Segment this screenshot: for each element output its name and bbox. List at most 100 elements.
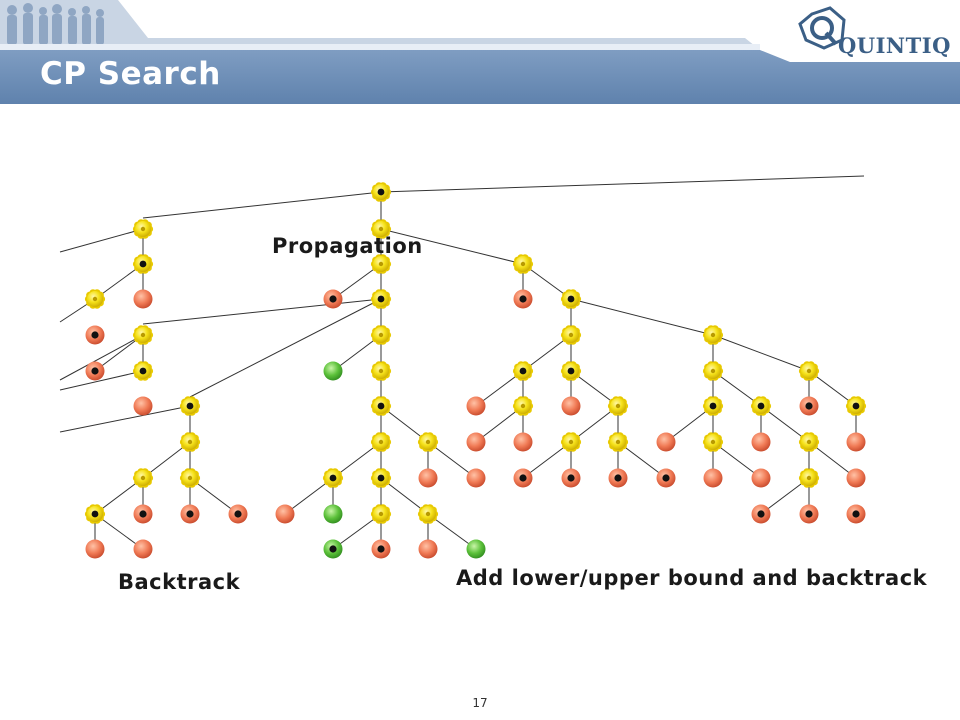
slide-header: CP Search QUINTIQ <box>0 0 960 104</box>
failed-node-assigned <box>513 289 533 309</box>
tree-link <box>142 298 382 325</box>
open-node-assigned <box>132 254 154 274</box>
tree-link <box>59 334 144 381</box>
page-number: 17 <box>472 696 488 710</box>
failed-node-assigned <box>656 468 676 488</box>
open-node <box>179 468 201 488</box>
open-node <box>132 468 154 488</box>
open-node-assigned <box>322 468 344 488</box>
failed-node-assigned <box>180 504 200 524</box>
solution-node <box>323 539 343 559</box>
people-silhouettes-icon <box>7 3 104 45</box>
open-node <box>370 219 392 239</box>
failed-node-assigned <box>323 289 343 309</box>
open-node <box>607 432 629 452</box>
failed-node-assigned <box>513 468 533 488</box>
open-node <box>370 361 392 381</box>
bound-backtrack-label: Add lower/upper bound and backtrack <box>456 566 928 590</box>
open-node <box>132 325 154 345</box>
open-node <box>370 325 392 345</box>
open-node <box>607 396 629 416</box>
failed-node <box>418 539 438 559</box>
failed-node <box>133 539 153 559</box>
failed-node-assigned <box>85 325 105 345</box>
open-node <box>702 361 724 381</box>
open-node <box>560 325 582 345</box>
tree-link <box>570 298 714 336</box>
open-node-assigned <box>560 289 582 309</box>
open-node-assigned <box>512 361 534 381</box>
slide-title: CP Search <box>40 56 221 92</box>
open-node <box>132 219 154 239</box>
open-node <box>370 432 392 452</box>
open-node <box>84 289 106 309</box>
failed-node <box>703 468 723 488</box>
header-band <box>0 0 960 104</box>
failed-node-assigned <box>799 396 819 416</box>
tree-link <box>380 175 865 193</box>
open-node <box>370 254 392 274</box>
open-node-assigned <box>370 396 392 416</box>
failed-node-assigned <box>371 539 391 559</box>
tree-links <box>59 175 865 550</box>
failed-node-assigned <box>85 361 105 381</box>
open-node <box>370 504 392 524</box>
solution-node <box>323 504 343 524</box>
failed-node <box>466 468 486 488</box>
solution-node <box>466 539 486 559</box>
open-node <box>560 432 582 452</box>
tree-link <box>380 228 524 265</box>
failed-node <box>466 432 486 452</box>
tree-link <box>59 370 144 391</box>
tree-link <box>59 228 144 253</box>
propagation-label: Propagation <box>272 234 423 258</box>
failed-node <box>133 396 153 416</box>
failed-node <box>656 432 676 452</box>
failed-node <box>418 468 438 488</box>
failed-node <box>846 432 866 452</box>
failed-node-assigned <box>799 504 819 524</box>
open-node <box>417 504 439 524</box>
failed-node <box>513 432 533 452</box>
open-node <box>179 432 201 452</box>
failed-node <box>133 289 153 309</box>
solution-node <box>323 361 343 381</box>
tree-link <box>189 298 382 398</box>
open-node-assigned <box>179 396 201 416</box>
failed-node <box>85 539 105 559</box>
failed-node-assigned <box>228 504 248 524</box>
open-node <box>417 432 439 452</box>
open-node-assigned <box>132 361 154 381</box>
open-node-assigned <box>750 396 772 416</box>
failed-node <box>466 396 486 416</box>
failed-node-assigned <box>846 504 866 524</box>
failed-node-assigned <box>608 468 628 488</box>
open-node <box>512 254 534 274</box>
failed-node <box>751 432 771 452</box>
open-node <box>798 432 820 452</box>
open-node-assigned <box>370 468 392 488</box>
open-node-assigned <box>560 361 582 381</box>
open-node-assigned <box>370 289 392 309</box>
open-node-assigned <box>702 396 724 416</box>
open-node-assigned <box>845 396 867 416</box>
backtrack-label: Backtrack <box>118 570 241 594</box>
failed-node <box>275 504 295 524</box>
failed-node <box>751 468 771 488</box>
open-node <box>702 325 724 345</box>
tree-link <box>142 191 382 219</box>
open-node-assigned <box>370 182 392 202</box>
quintiq-logo-icon <box>798 6 846 50</box>
open-node-assigned <box>84 504 106 524</box>
failed-node-assigned <box>561 468 581 488</box>
failed-node <box>561 396 581 416</box>
failed-node-assigned <box>133 504 153 524</box>
tree-link <box>59 405 191 433</box>
tree-link <box>712 334 810 372</box>
failed-node-assigned <box>751 504 771 524</box>
failed-node <box>846 468 866 488</box>
open-node <box>512 396 534 416</box>
open-node <box>702 432 724 452</box>
tree-nodes <box>84 182 867 559</box>
